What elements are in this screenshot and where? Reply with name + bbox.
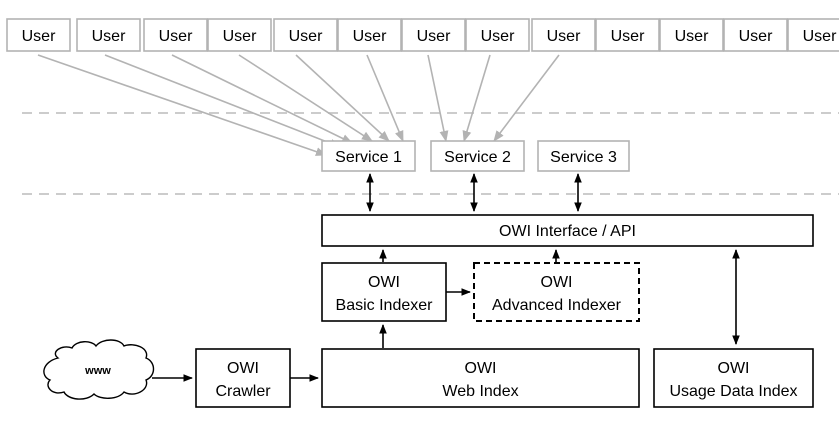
- user-label: User: [353, 28, 387, 45]
- user-box: User: [465, 18, 530, 52]
- basic-indexer-label-line2: Basic Indexer: [336, 297, 434, 314]
- user-box: User: [337, 18, 402, 52]
- user-box: User: [76, 18, 141, 52]
- service-1-box: Service 1: [321, 140, 416, 172]
- user-arrow: [171, 54, 354, 144]
- user-box: User: [659, 18, 724, 52]
- user-arrow: [238, 54, 373, 142]
- advanced-indexer-label-line1: OWI: [541, 274, 573, 291]
- user-box: User: [143, 18, 208, 52]
- user-row: User User User User User User User User User User…: [6, 18, 839, 52]
- user-label: User: [22, 28, 56, 45]
- service-2-box: Service 2: [430, 140, 525, 172]
- user-box: User: [595, 18, 660, 52]
- web-index-label-line1: OWI: [465, 360, 497, 377]
- user-box: User: [401, 18, 466, 52]
- user-box: User: [273, 18, 338, 52]
- usage-data-index-label-line2: Usage Data Index: [669, 383, 797, 400]
- usage-data-index-box: OWI Usage Data Index: [653, 348, 814, 408]
- user-box: User: [723, 18, 788, 52]
- service-3-label: Service 3: [550, 149, 617, 166]
- user-label: User: [481, 28, 515, 45]
- user-label: User: [289, 28, 323, 45]
- api-label: OWI Interface / API: [499, 223, 636, 240]
- basic-indexer-label-line1: OWI: [368, 274, 400, 291]
- api-box: OWI Interface / API: [321, 214, 814, 247]
- user-arrow: [104, 54, 342, 148]
- user-arrow: [366, 54, 404, 143]
- web-index-label-line2: Web Index: [442, 383, 518, 400]
- user-arrow: [295, 54, 390, 142]
- user-label: User: [611, 28, 645, 45]
- user-arrows: [37, 54, 560, 156]
- advanced-indexer-label-line2: Advanced Indexer: [492, 297, 622, 314]
- crawler-box: OWI Crawler: [195, 348, 291, 408]
- user-box: User: [207, 18, 272, 52]
- service-3-box: Service 3: [537, 140, 630, 172]
- crawler-label-line1: OWI: [227, 360, 259, 377]
- user-arrow: [427, 54, 449, 143]
- crawler-label-line2: Crawler: [215, 383, 271, 400]
- user-arrow: [462, 54, 491, 143]
- user-arrow: [493, 54, 560, 142]
- web-index-box: OWI Web Index: [321, 348, 640, 408]
- user-label: User: [675, 28, 709, 45]
- usage-data-index-label-line1: OWI: [718, 360, 750, 377]
- user-label: User: [223, 28, 257, 45]
- user-box: User: [787, 18, 839, 52]
- advanced-indexer-box: OWI Advanced Indexer: [473, 262, 640, 322]
- basic-indexer-box: OWI Basic Indexer: [321, 262, 447, 322]
- user-label: User: [92, 28, 126, 45]
- user-label: User: [159, 28, 193, 45]
- user-box: User: [531, 18, 596, 52]
- www-cloud: www: [43, 339, 155, 400]
- user-label: User: [547, 28, 581, 45]
- user-label: User: [739, 28, 773, 45]
- service-1-label: Service 1: [335, 149, 402, 166]
- user-label: User: [417, 28, 451, 45]
- user-arrow: [37, 54, 328, 156]
- user-label: User: [803, 28, 837, 45]
- service-2-label: Service 2: [444, 149, 511, 166]
- www-label: www: [84, 365, 111, 377]
- user-box: User: [6, 18, 71, 52]
